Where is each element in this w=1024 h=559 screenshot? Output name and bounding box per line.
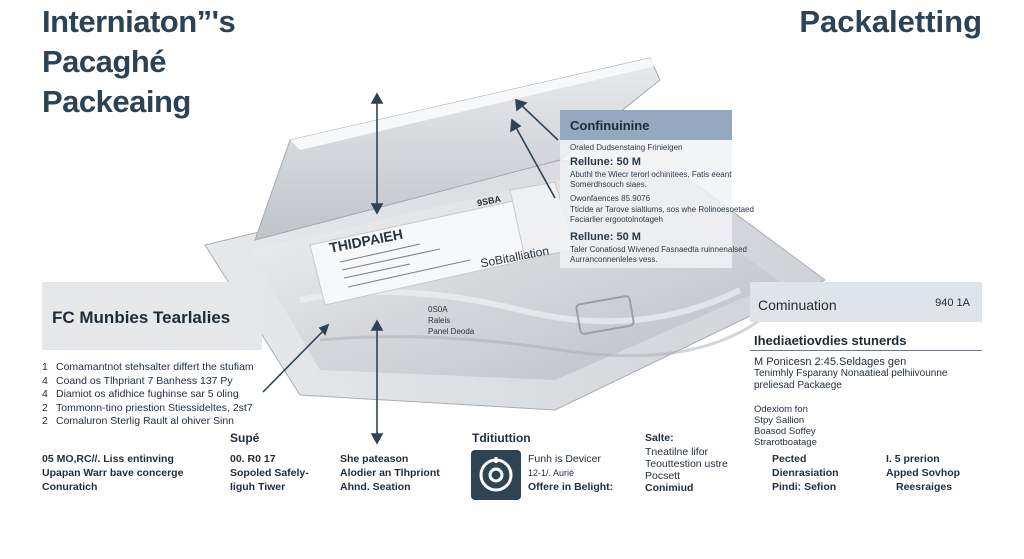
callout-line: Somerdhsouch siaes.	[570, 180, 647, 189]
left-panel: FC Munbies Tearlalies	[42, 282, 262, 350]
bottom-line: Upapan Warr bave concerge	[42, 467, 184, 479]
right-panel-title: Cominuation	[758, 297, 837, 313]
bottom-line: Apped Sovhop	[886, 467, 961, 479]
arrow-diagonal-callout-icon	[510, 98, 559, 199]
right-block-line: Strarotboatage	[754, 437, 817, 448]
callout-line: Faciarlier ergootolnotageh	[570, 215, 663, 224]
bottom-col-5: Tneatilne lifor Teouttestion ustre Pocse…	[645, 446, 728, 494]
bottom-line: Tneatilne lifor	[645, 446, 709, 458]
bottom-line: Dienrasiation	[772, 467, 839, 479]
bottom-line: Pindi: Sefion	[772, 481, 837, 493]
pouch-flap	[254, 57, 661, 241]
callout-line: Abuthl the Wiecr terorl ochinitees, Fati…	[570, 170, 732, 179]
right-block-line: Odexiom fon	[754, 404, 808, 415]
callout-box: Confinuinine Oraled Dudsenstaing Friniei…	[560, 110, 754, 268]
bottom-line: She pateason	[340, 453, 409, 465]
right-panel-number: 940 1A	[935, 297, 970, 309]
bottom-line: Conimiud	[645, 482, 694, 494]
bottom-col-5-label: Salte:	[645, 432, 674, 444]
bottom-line: Alodier an Tlhpriont	[340, 467, 440, 479]
right-block-line: Stpy Sallion	[754, 415, 805, 426]
right-block-line: preliesad Packaege	[754, 380, 842, 391]
pouch-small-line-2: Panel Deoda	[428, 327, 475, 336]
callout-line: Tticlde ar Tarove sialtiums, sos whe Rol…	[570, 205, 754, 214]
callout-line: Rellune: 50 M	[570, 156, 641, 168]
bottom-line: Pected	[772, 453, 807, 465]
arrow-diagonal-left-icon	[262, 323, 330, 393]
arrow-vertical-bottom-icon	[370, 319, 384, 445]
callout-line: Owonfaences 85.9076	[570, 194, 651, 203]
right-block-1: M Ponicesn 2:45.Seldages gen Tenimhly Fs…	[754, 356, 947, 392]
left-panel-title: FC Munbies Tearlalies	[52, 308, 231, 327]
bottom-line: Sopoled Safely-	[230, 467, 309, 479]
callout-line: Rellune: 50 M	[570, 231, 641, 243]
bottom-line: Funh is Devicer	[528, 453, 601, 465]
title-line-1: Interniaton”'s	[42, 4, 236, 39]
tear-notch	[575, 295, 635, 335]
bottom-col-4-label: Tditiuttion	[472, 431, 531, 445]
arrow-vertical-top-icon	[370, 92, 384, 215]
right-panel: Cominuation 940 1A	[750, 282, 982, 322]
bottom-line: 00. R0 17	[230, 453, 276, 465]
right-block-line: Tenimhly Fsparany Nonaatieal pelhiivounn…	[754, 368, 948, 379]
pouch-small-code: 0S0A	[428, 305, 448, 314]
bottom-col-1: 05 MO,RC//. Liss entinving Upapan Warr b…	[42, 452, 183, 494]
callout-line: Taler Conatiosd Wivened Fasnaedta ruinne…	[570, 245, 747, 254]
bottom-col-3: She pateason Alodier an Tlhpriont Ahnd. …	[340, 452, 440, 494]
bottom-line: Pocsett	[645, 470, 681, 482]
title-line-2: Pacaghé	[42, 44, 167, 79]
callout-header: Confinuinine	[560, 110, 732, 140]
page-title: Interniaton”'s Pacaghé Packeaing	[42, 2, 236, 122]
bottom-col-7: I. 5 prerion Apped Sovhop Reesraiges	[886, 452, 960, 494]
bottom-line: Conuratich	[42, 481, 98, 493]
bottom-col-4: Funh is Devicer 12-1/. Aurié Offere in B…	[528, 452, 613, 494]
shield-target-icon	[471, 450, 521, 500]
bottom-col-6: Pected Dienrasiation Pindi: Sefion	[772, 452, 839, 494]
bottom-line: Iiguh Tiwer	[230, 481, 286, 493]
pouch-small-line-1: Raleis	[428, 316, 451, 325]
page-title-right: Packaletting	[799, 4, 982, 39]
right-divider	[750, 350, 982, 351]
bottom-line: Reesraiges	[896, 481, 953, 493]
bottom-line: 05 MO,RC//. Liss entinving	[42, 453, 174, 465]
bottom-line: Teouttestion ustre	[645, 458, 728, 470]
callout-line: Oraled Dudsenstaing Frinieigen	[570, 143, 683, 152]
title-line-3: Packeaing	[42, 84, 191, 119]
callout-line: Aurranconnenleles vess.	[570, 255, 658, 264]
bottom-line: Offere in Belight:	[528, 481, 614, 493]
bottom-line: 12-1/. Aurié	[528, 468, 575, 478]
right-block-line: Boasod Soffey	[754, 426, 816, 437]
bottom-col-2: 00. R0 17 Sopoled Safely- Iiguh Tiwer	[230, 452, 309, 494]
right-block-line: M Ponicesn 2:45.Seldages gen	[754, 356, 907, 368]
right-block-2: Odexiom fon Stpy Sallion Boasod Soffey S…	[754, 404, 817, 448]
callout-title: Confinuinine	[570, 118, 650, 133]
bottom-line: Ahnd. Seation	[340, 481, 411, 493]
bottom-line: I. 5 prerion	[886, 453, 940, 465]
right-heading: Ihediaetiovdies stunerds	[754, 333, 907, 348]
bottom-col-2-label: Supé	[230, 431, 260, 445]
